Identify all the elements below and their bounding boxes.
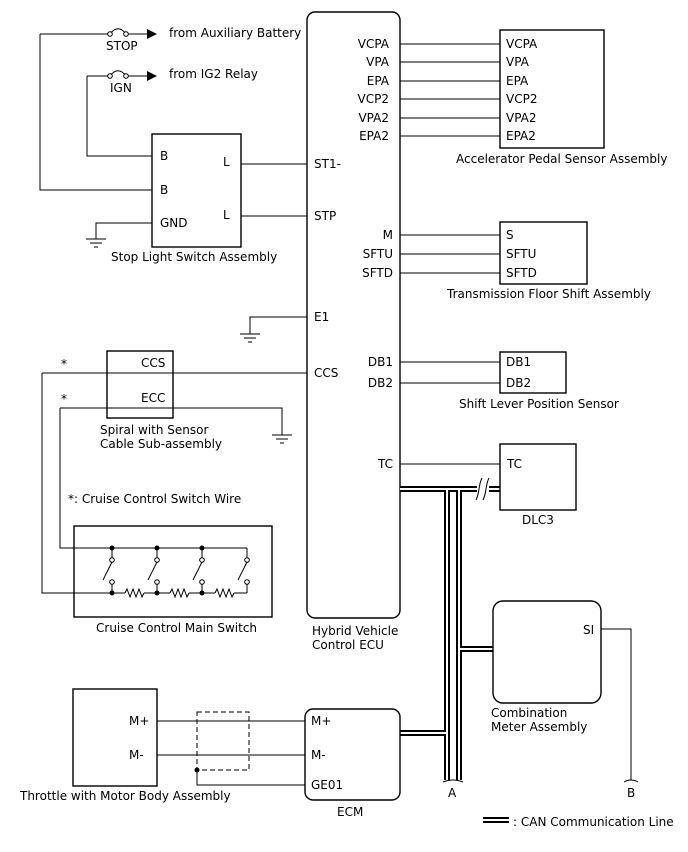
pin-label: L	[223, 208, 230, 222]
resistor-icon	[124, 587, 145, 599]
stop-light-switch: B B GND L L Stop Light Switch Assembly	[111, 133, 277, 264]
pin-label: M-	[311, 748, 326, 762]
switch-icon	[147, 548, 160, 593]
wire-star: *	[61, 392, 67, 406]
footnote: *: Cruise Control Switch Wire	[68, 492, 241, 506]
pin-label: TC	[506, 457, 522, 471]
pin-label: M+	[129, 714, 149, 728]
pin-label: L	[223, 155, 230, 169]
pin-label: SFTU	[506, 247, 536, 261]
accelerator-pedal-sensor: VCPA VPA EPA VCP2 VPA2 EPA2 Accelerator …	[400, 29, 667, 166]
shift-lever-position-sensor: DB1 DB2 Shift Lever Position Sensor	[400, 351, 619, 411]
pin-label: SFTU	[363, 247, 393, 261]
pin-label: VCP2	[358, 92, 389, 106]
pin-label: SI	[583, 623, 594, 637]
shield-icon	[196, 711, 250, 771]
pin-label: GND	[160, 216, 188, 230]
dlc3: TC DLC3	[400, 443, 577, 527]
pin-label: DB2	[506, 376, 531, 390]
pin-label: CCS	[314, 366, 338, 380]
ign-fuse-label: IGN	[110, 81, 132, 95]
pin-label: GE01	[311, 778, 343, 792]
resistor-icon	[214, 587, 235, 599]
accelerator-pedal-sensor-name: Accelerator Pedal Sensor Assembly	[456, 152, 667, 166]
connector-arc-icon	[623, 779, 639, 783]
pin-label: M-	[129, 748, 144, 762]
stop-supply: STOP from Auxiliary Battery	[40, 26, 301, 53]
pin-label: E1	[314, 310, 329, 324]
switch-icon	[192, 548, 205, 593]
pin-label: SFTD	[362, 266, 393, 280]
combination-meter: SI Combination Meter Assembly	[491, 600, 632, 780]
pin-label: DB1	[368, 355, 393, 369]
can-bus	[400, 477, 500, 780]
stop-fuse-label: STOP	[106, 39, 138, 53]
throttle-body: M+ M- Throttle with Motor Body Assembly	[19, 688, 231, 803]
ign-supply: IGN from IG2 Relay	[87, 67, 258, 95]
connector-b-label: B	[627, 786, 635, 800]
pin-label: VPA2	[506, 111, 537, 125]
pin-label: TC	[377, 457, 393, 471]
pin-label: VCPA	[506, 37, 538, 51]
connector-a-label: A	[448, 786, 457, 800]
arrow-icon	[147, 71, 157, 81]
pin-label: B	[160, 183, 168, 197]
spiral-cable-name: Cable Sub-assembly	[100, 437, 222, 451]
ground-icon	[240, 333, 260, 343]
pin-label: DB1	[506, 355, 531, 369]
pin-label: EPA	[367, 74, 390, 88]
pin-label: VPA	[506, 55, 530, 69]
throttle-body-name: Throttle with Motor Body Assembly	[19, 789, 231, 803]
combination-meter-name: Meter Assembly	[491, 720, 587, 734]
pin-label: ST1-	[314, 157, 341, 171]
pin-label: S	[506, 228, 514, 242]
combination-meter-name: Combination	[491, 706, 567, 720]
pin-label: EPA2	[506, 129, 536, 143]
pin-label: DB2	[368, 376, 393, 390]
dlc3-name: DLC3	[522, 513, 554, 527]
ground-icon	[272, 434, 292, 444]
spiral-cable: CCS ECC * * Spiral with Sensor Cable Sub…	[61, 350, 222, 451]
stop-source-label: from Auxiliary Battery	[169, 26, 301, 40]
pin-label: VPA	[366, 55, 390, 69]
transmission-floor-shift-name: Transmission Floor Shift Assembly	[446, 287, 651, 301]
ign-source-label: from IG2 Relay	[169, 67, 258, 81]
pin-label: M+	[311, 714, 331, 728]
stop-light-switch-name: Stop Light Switch Assembly	[111, 250, 277, 264]
resistor-icon	[169, 587, 190, 599]
ground-icon	[86, 238, 106, 248]
wire-star: *	[61, 357, 67, 371]
pin-label: VCPA	[358, 37, 390, 51]
hybrid-vehicle-ecu: VCPA VPA EPA VCP2 VPA2 EPA2 ST1- STP M S…	[306, 11, 401, 652]
hv-ecu-name: Hybrid Vehicle	[312, 624, 398, 638]
pin-label: STP	[314, 209, 336, 223]
spiral-cable-name: Spiral with Sensor	[100, 423, 208, 437]
break-icon	[482, 477, 490, 501]
connector-arc-icon	[442, 779, 464, 783]
pin-label: EPA	[506, 74, 529, 88]
shift-lever-position-sensor-name: Shift Lever Position Sensor	[459, 397, 619, 411]
cruise-control-main-switch: Cruise Control Main Switch	[73, 525, 273, 635]
ecm: M+ M- GE01 ECM	[304, 708, 401, 819]
cruise-control-main-switch-name: Cruise Control Main Switch	[96, 621, 257, 635]
pin-label: M	[383, 228, 393, 242]
pin-label: SFTD	[506, 266, 537, 280]
pin-label: EPA2	[359, 129, 389, 143]
ecm-name: ECM	[337, 805, 363, 819]
switch-icon	[237, 548, 250, 593]
transmission-floor-shift: S SFTU SFTD Transmission Floor Shift Ass…	[400, 221, 651, 301]
legend: : CAN Communication Line	[483, 815, 674, 829]
hv-ecu-name: Control ECU	[312, 638, 384, 652]
pin-label: CCS	[141, 356, 165, 370]
pin-label: B	[160, 149, 168, 163]
pin-label: VCP2	[506, 92, 537, 106]
legend-can-label: : CAN Communication Line	[513, 815, 674, 829]
pin-label: ECC	[141, 391, 165, 405]
break-icon	[475, 477, 483, 501]
pin-label: VPA2	[358, 111, 389, 125]
arrow-icon	[147, 29, 157, 39]
